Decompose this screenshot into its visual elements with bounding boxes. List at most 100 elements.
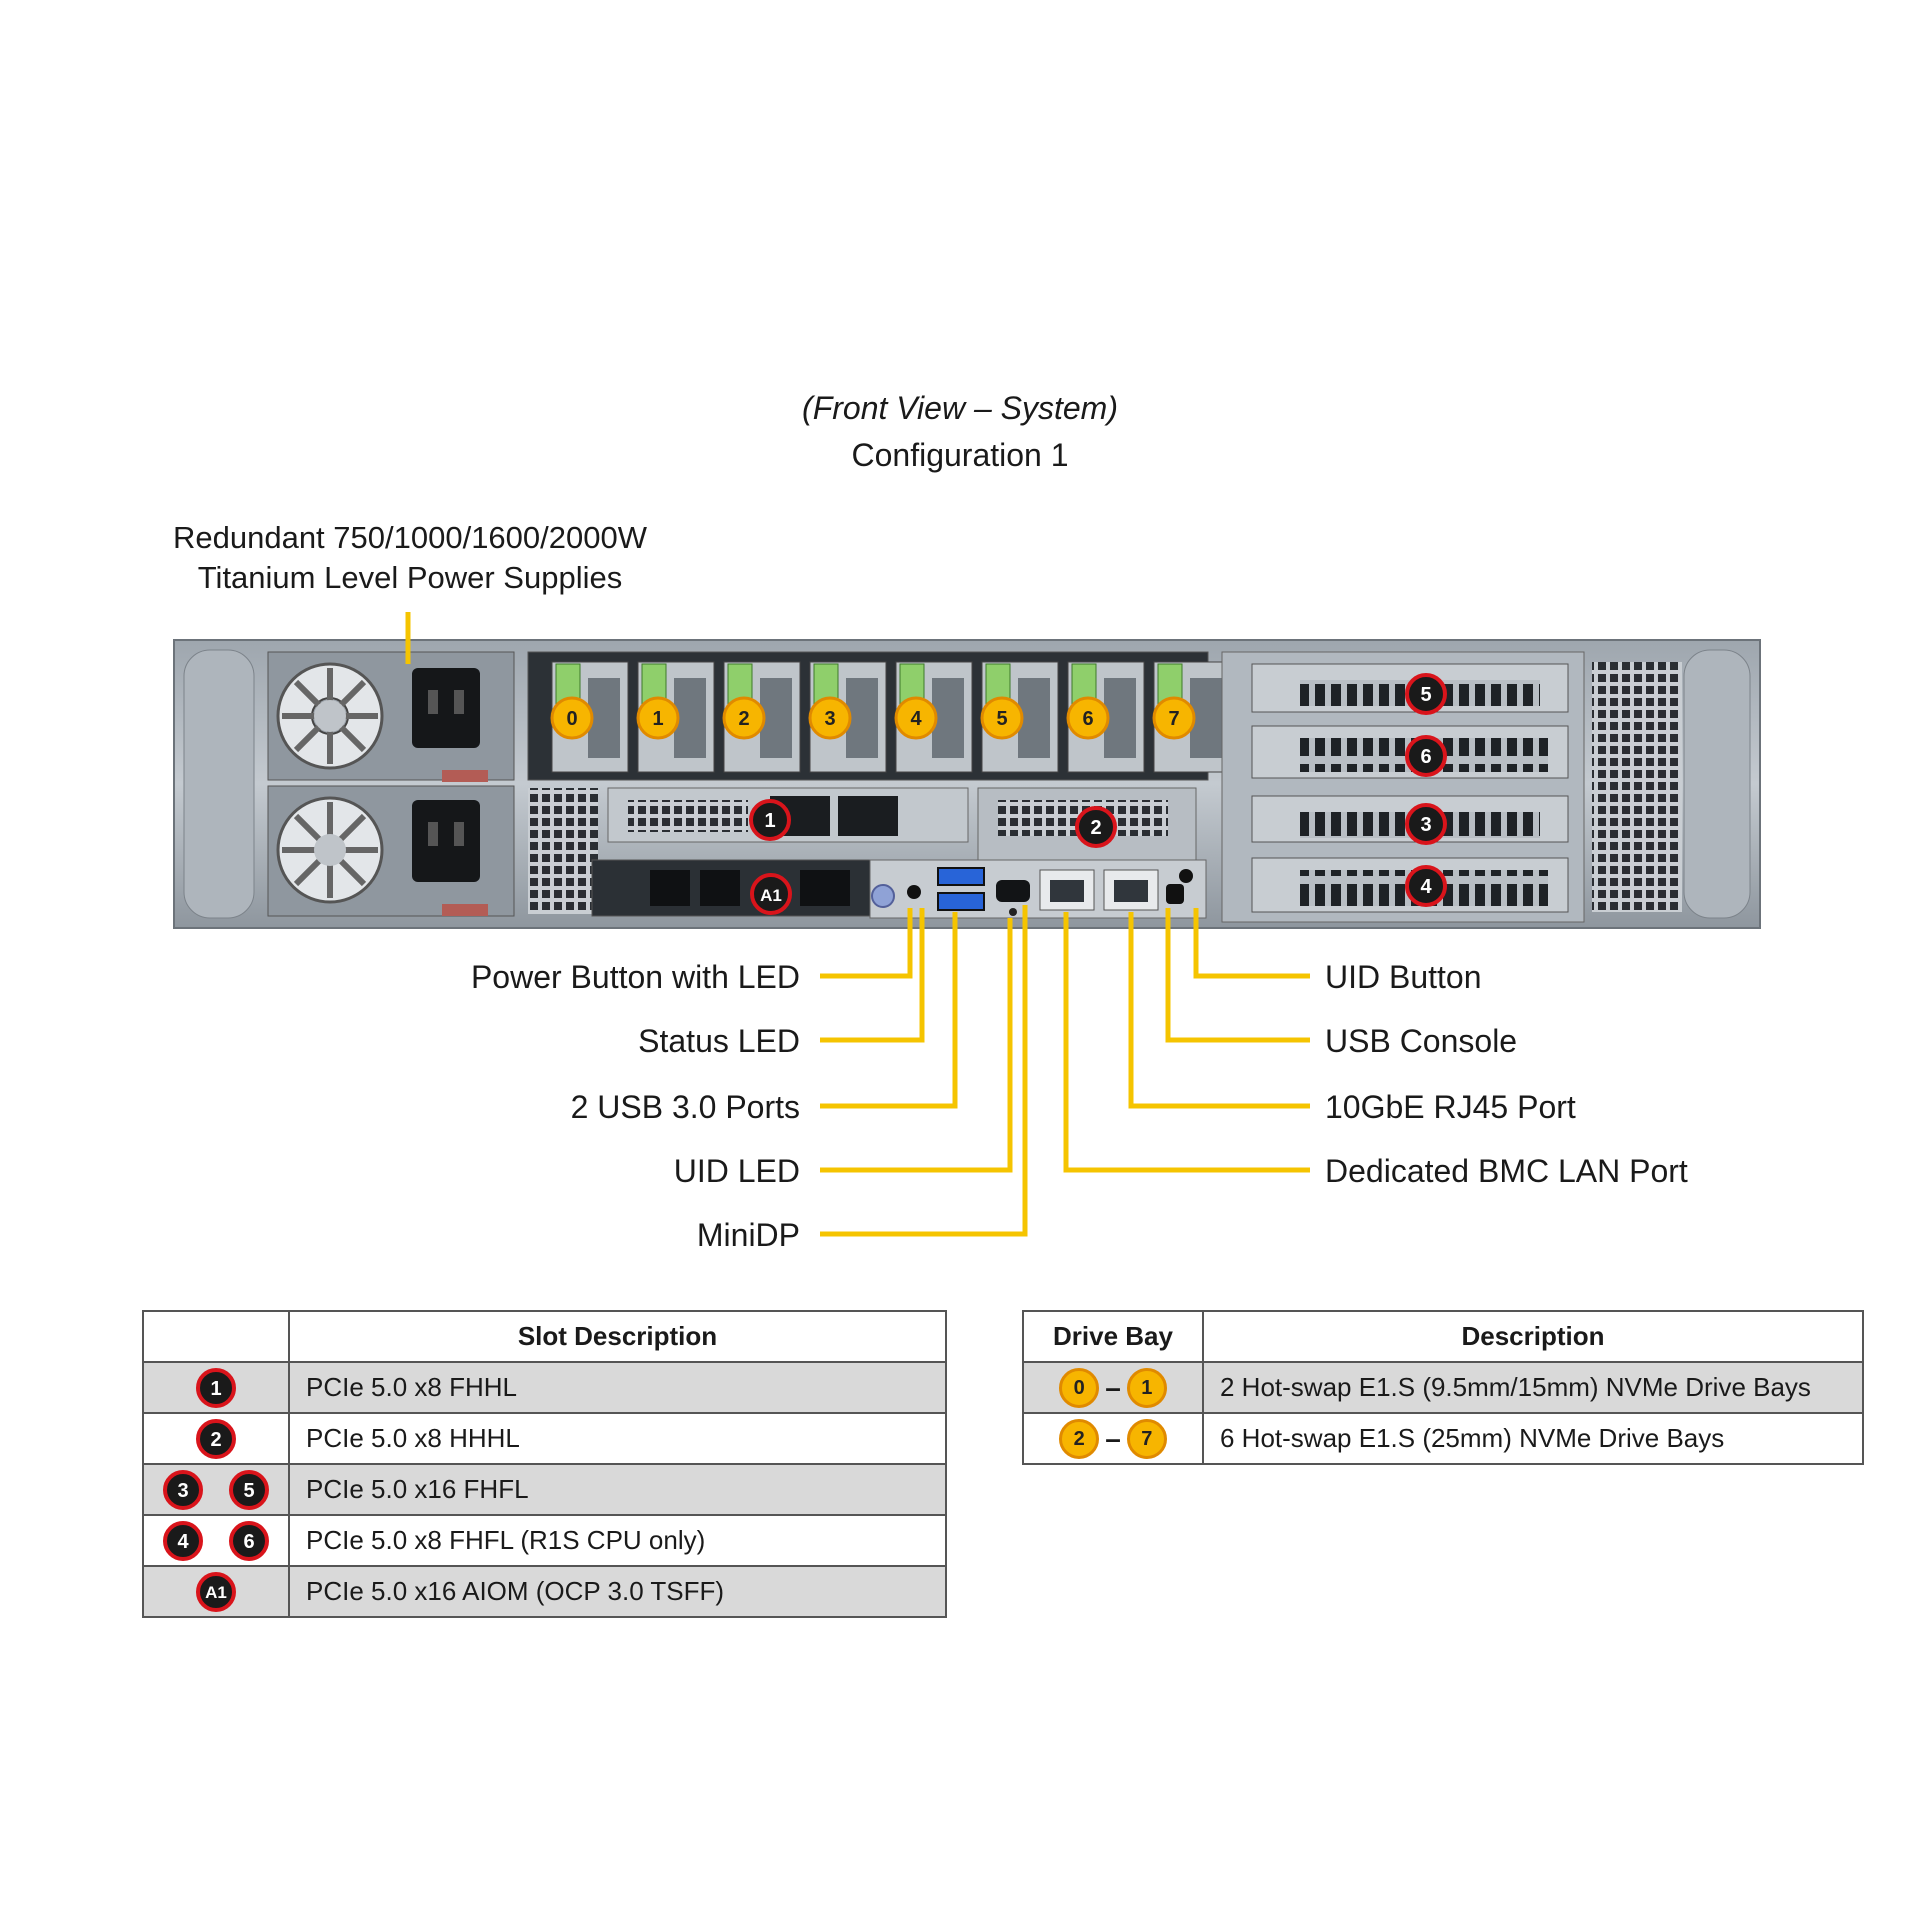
drive-badge-from: 2 bbox=[1059, 1418, 1100, 1459]
slot-badge: 6 bbox=[229, 1520, 269, 1561]
slot-badge: 2 bbox=[196, 1418, 236, 1459]
svg-text:4: 4 bbox=[1420, 876, 1432, 898]
drive-table-header-row: Drive Bay Description bbox=[1022, 1310, 1864, 1363]
slot-badge-6: 6 bbox=[1405, 735, 1447, 777]
svg-text:6: 6 bbox=[1420, 746, 1431, 768]
leader-uid-button bbox=[1193, 908, 1310, 979]
drive-range-cell: 0–1 bbox=[1022, 1361, 1204, 1414]
drive-badge-from: 0 bbox=[1059, 1367, 1100, 1408]
drive-badge-6: 6 bbox=[1066, 696, 1110, 740]
right-vent bbox=[1592, 662, 1682, 912]
slot-description: PCIe 5.0 x16 FHFL bbox=[288, 1463, 947, 1516]
callout-status-led: Status LED bbox=[638, 1023, 800, 1059]
svg-text:2: 2 bbox=[1090, 817, 1101, 839]
psu-caption-line1: Redundant 750/1000/1600/2000W bbox=[172, 520, 647, 555]
slot-badge-A1: A1 bbox=[750, 873, 792, 915]
drive-description: 6 Hot-swap E1.S (25mm) NVMe Drive Bays bbox=[1202, 1412, 1864, 1465]
usb-console-port bbox=[1166, 884, 1184, 904]
callout-minidp: MiniDP bbox=[696, 1217, 800, 1253]
drive-badge-4: 4 bbox=[894, 696, 938, 740]
drive-badge-to: 7 bbox=[1126, 1418, 1167, 1459]
callout-leader-lines bbox=[820, 905, 1310, 1237]
slot-description: PCIe 5.0 x16 AIOM (OCP 3.0 TSFF) bbox=[288, 1565, 947, 1618]
chassis-diagram: 1 2A1 5 6 3 4 0 1 2 3 4 5 6 7 bbox=[173, 612, 1761, 1237]
io-panel bbox=[869, 859, 1207, 919]
slot-description: PCIe 5.0 x8 FHFL (R1S CPU only) bbox=[288, 1514, 947, 1567]
svg-text:3: 3 bbox=[824, 708, 835, 730]
slot-badge: 5 bbox=[229, 1469, 269, 1510]
table-row: 1 PCIe 5.0 x8 FHHL bbox=[142, 1361, 947, 1414]
svg-text:2: 2 bbox=[738, 708, 749, 730]
svg-text:0: 0 bbox=[566, 708, 577, 730]
slot-badge-5: 5 bbox=[1405, 673, 1447, 715]
leader-bmc-lan bbox=[1063, 912, 1310, 1173]
view-title: (Front View – System) bbox=[802, 390, 1118, 426]
svg-text:5: 5 bbox=[1420, 684, 1431, 706]
usb-port-upper bbox=[937, 867, 985, 886]
svg-text:3: 3 bbox=[1420, 814, 1431, 836]
slot-badge-2: 2 bbox=[1075, 806, 1117, 848]
svg-text:6: 6 bbox=[1082, 708, 1093, 730]
right-rack-ear bbox=[1683, 649, 1751, 919]
callout-uid-led: UID LED bbox=[673, 1153, 800, 1189]
slot-badge-3: 3 bbox=[1405, 803, 1447, 845]
leader-uid-led bbox=[820, 918, 1013, 1173]
svg-text:7: 7 bbox=[1168, 708, 1179, 730]
callout-bmc-lan: Dedicated BMC LAN Port bbox=[1325, 1153, 1688, 1189]
uid-led-icon bbox=[1009, 908, 1017, 916]
drive-badge-1: 1 bbox=[636, 696, 680, 740]
configuration-title: Configuration 1 bbox=[851, 437, 1069, 473]
minidp-port bbox=[996, 880, 1030, 902]
leader-status-led bbox=[820, 908, 925, 1043]
table-row: A1 PCIe 5.0 x16 AIOM (OCP 3.0 TSFF) bbox=[142, 1565, 947, 1618]
status-led-icon bbox=[907, 885, 921, 899]
drive-badge-3: 3 bbox=[808, 696, 852, 740]
slot-description: PCIe 5.0 x8 FHHL bbox=[288, 1361, 947, 1414]
slot-badge: 3 bbox=[163, 1469, 203, 1510]
slot-table-header-row: Slot Description bbox=[142, 1310, 947, 1363]
slot-badge: 1 bbox=[196, 1367, 236, 1408]
slot-badge: A1 bbox=[196, 1571, 236, 1612]
drive-bay-table: Drive Bay Description 0–1 2 Hot-swap E1.… bbox=[1022, 1310, 1864, 1465]
slot-description-table: Slot Description 1 PCIe 5.0 x8 FHHL 2 PC… bbox=[142, 1310, 947, 1618]
leader-minidp bbox=[820, 905, 1028, 1237]
svg-text:5: 5 bbox=[996, 708, 1007, 730]
callout-usb-console: USB Console bbox=[1325, 1023, 1518, 1059]
slot-badges-cell: 1 bbox=[142, 1361, 290, 1414]
power-button-icon bbox=[871, 884, 895, 908]
psu-caption: Redundant 750/1000/1600/2000W Titanium L… bbox=[140, 518, 680, 598]
slot-badges-cell: A1 bbox=[142, 1565, 290, 1618]
table-row: 0–1 2 Hot-swap E1.S (9.5mm/15mm) NVMe Dr… bbox=[1022, 1361, 1864, 1414]
drive-badge-0: 0 bbox=[550, 696, 594, 740]
leader-usb-ports bbox=[820, 912, 958, 1109]
callout-rj45: 10GbE RJ45 Port bbox=[1325, 1089, 1576, 1125]
uid-button-icon bbox=[1179, 869, 1193, 883]
svg-text:1: 1 bbox=[764, 810, 775, 832]
table-row: 2 PCIe 5.0 x8 HHHL bbox=[142, 1412, 947, 1465]
slot-badge-4: 4 bbox=[1405, 865, 1447, 907]
power-supply-1 bbox=[267, 651, 515, 782]
drive-badge-5: 5 bbox=[980, 696, 1024, 740]
slot-table-header-blank bbox=[142, 1310, 290, 1363]
power-supply-2 bbox=[267, 785, 515, 917]
slot-badge: 4 bbox=[163, 1520, 203, 1561]
drive-range-cell: 2–7 bbox=[1022, 1412, 1204, 1465]
drive-badge-7: 7 bbox=[1152, 696, 1196, 740]
drive-description: 2 Hot-swap E1.S (9.5mm/15mm) NVMe Drive … bbox=[1202, 1361, 1864, 1414]
callout-uid-button: UID Button bbox=[1325, 959, 1482, 995]
drive-table-header-desc: Description bbox=[1202, 1310, 1864, 1363]
slot-badges-cell: 2 bbox=[142, 1412, 290, 1465]
leader-power-button bbox=[820, 908, 913, 979]
slot-badge-1: 1 bbox=[749, 799, 791, 841]
svg-text:4: 4 bbox=[910, 708, 922, 730]
psu-caption-line2: Titanium Level Power Supplies bbox=[197, 560, 623, 595]
slot-description: PCIe 5.0 x8 HHHL bbox=[288, 1412, 947, 1465]
center-vent bbox=[528, 788, 598, 914]
svg-text:1: 1 bbox=[652, 708, 663, 730]
leader-rj45 bbox=[1128, 912, 1310, 1109]
table-row: 2–7 6 Hot-swap E1.S (25mm) NVMe Drive Ba… bbox=[1022, 1412, 1864, 1465]
